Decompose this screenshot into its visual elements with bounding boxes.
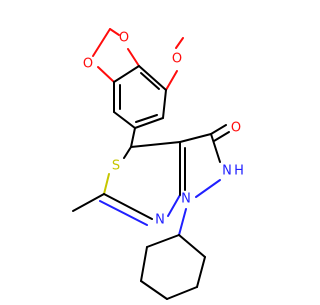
thiopyran-c4-s-bond (123, 146, 132, 159)
thiopyran-s-c6-bond (103, 173, 110, 195)
bond-layer (72, 28, 230, 300)
pyrazole-c3-nh-bond (210, 133, 221, 163)
pyrazole-c3a-c3-bond (179, 133, 212, 143)
oxygen-label-methoxy: O (172, 52, 182, 67)
cyclohexyl-bond-6 (178, 234, 206, 258)
cyclohexyl-bond-3 (140, 280, 168, 300)
sulfur-label-ring: S (112, 159, 120, 174)
benzene-bond-1 (138, 65, 167, 91)
nitrogen-label-imine: N (155, 213, 165, 228)
benzene-double-bond-a (140, 72, 160, 90)
thiopyran-n-c7a-bond (167, 194, 181, 217)
structure-canvas: O O O O S N N H N (72, 28, 244, 300)
thiopyran-c6-n-bond (103, 193, 153, 220)
atom-label-layer: O O O O S N N H N (83, 31, 244, 228)
benzene-bond-3 (134, 117, 164, 129)
dioxole-ch2-o-top-bond (109, 28, 120, 36)
cyclohexyl-bond-1 (146, 234, 180, 248)
c6-methyl-bond (72, 193, 105, 212)
aryl-sp3-bond (130, 127, 136, 148)
oxygen-label-dioxole-top: O (119, 31, 129, 46)
methoxy-methyl-bond (175, 37, 184, 49)
carbonyl-bond-1 (210, 124, 227, 135)
nitrogen-label-pyrazole: N (181, 192, 191, 207)
benzene-bond-4 (113, 111, 136, 129)
benzene-bond-6 (113, 65, 140, 83)
pyrazole-n1-cyclohexyl-bond (178, 208, 187, 236)
dioxole-ch2-o-left-bond (92, 28, 111, 57)
hydrogen-label-nh: H (234, 164, 244, 179)
nitrogen-label-nh: N (222, 164, 232, 179)
dioxole-o-top-c-bond (127, 48, 140, 67)
molecule-drawing: O O O O S N N H N (72, 28, 244, 300)
cyclohexyl-bond-5 (196, 256, 206, 288)
methoxy-oxygen-bond (165, 70, 178, 91)
dioxole-o-left-c-bond (97, 66, 115, 83)
cyclohexyl-bond-2 (140, 246, 148, 282)
oxygen-label-dioxole-left: O (83, 57, 93, 72)
cyclohexyl-bond-4 (166, 286, 198, 300)
thiopyran-c4-c3a-bond (130, 141, 181, 148)
benzene-bond-2 (162, 89, 167, 119)
pyrazole-nh-n1-bond (195, 179, 221, 198)
oxygen-label-carbonyl: O (231, 121, 241, 136)
thiopyran-c6-n-double-bond (99, 200, 148, 226)
benzene-double-bond-b (135, 114, 158, 123)
carbonyl-bond-2 (213, 131, 230, 142)
